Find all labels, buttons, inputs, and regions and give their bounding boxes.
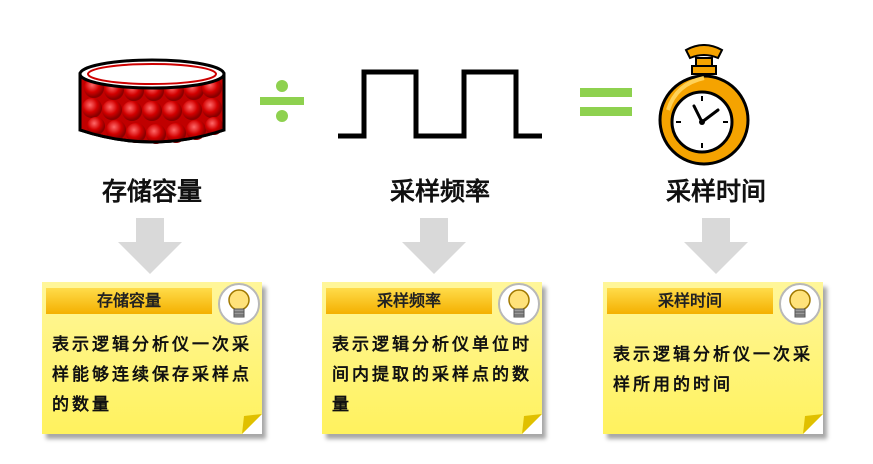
card-title: 存储容量 <box>46 288 212 314</box>
info-card-sample-rate: 采样频率 表示逻辑分析仪单位时间内提取的采样点的数量 <box>322 282 542 434</box>
card-title: 采样时间 <box>607 288 773 314</box>
info-card-sample-time: 采样时间 表示逻辑分析仪一次采样所用的时间 <box>603 282 823 434</box>
page-fold <box>803 414 823 434</box>
lightbulb-icon <box>218 283 260 325</box>
down-arrow-icon <box>684 218 748 274</box>
term-title-storage: 存储容量 <box>101 177 202 206</box>
divide-operator <box>258 76 308 126</box>
card-text: 表示逻辑分析仪一次采样所用的时间 <box>613 345 813 395</box>
term-title-sample-rate: 采样频率 <box>389 177 490 206</box>
page-fold <box>522 414 542 434</box>
card-title: 采样频率 <box>326 288 492 314</box>
square-wave-icon <box>338 69 542 139</box>
page-fold <box>242 414 262 434</box>
equals-operator <box>580 88 632 120</box>
memory-drum-icon <box>78 58 226 144</box>
card-text: 表示逻辑分析仪单位时间内提取的采样点的数量 <box>332 335 532 415</box>
lightbulb-icon <box>779 283 821 325</box>
stopwatch-icon <box>658 44 750 166</box>
term-title-sample-time: 采样时间 <box>665 177 766 206</box>
down-arrow-icon <box>118 218 182 274</box>
lightbulb-icon <box>498 283 540 325</box>
down-arrow-icon <box>402 218 466 274</box>
info-card-storage: 存储容量 表示逻辑分析仪一次采样能够连续保存采样点的数量 <box>42 282 262 434</box>
card-text: 表示逻辑分析仪一次采样能够连续保存采样点的数量 <box>52 335 252 415</box>
